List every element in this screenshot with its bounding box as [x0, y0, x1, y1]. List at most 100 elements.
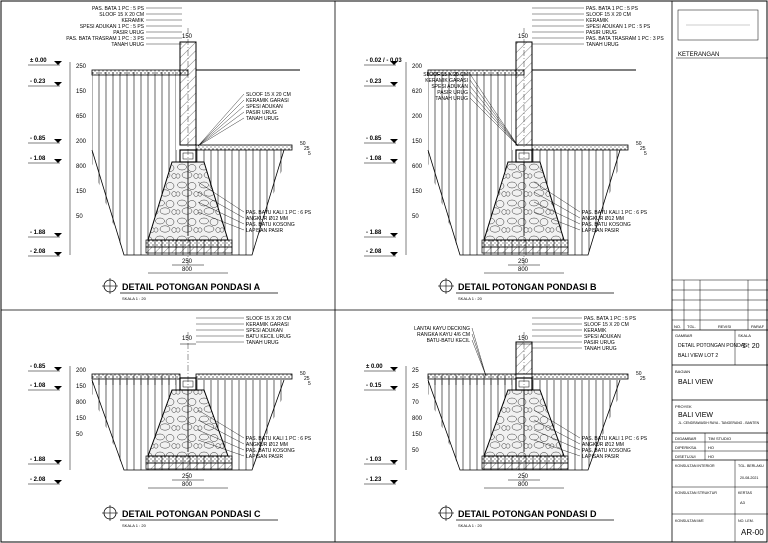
dimension-top: 150 [182, 336, 193, 342]
callout-label: TANAH URUG [586, 42, 619, 48]
no-lembar-label: NO. LEM. [738, 519, 754, 523]
callout-label: PASIR URUG [584, 340, 615, 346]
dimension-top: 150 [182, 34, 193, 40]
skala-value: 1 : 20 [742, 343, 760, 350]
level-marker: - 1.08 [366, 156, 382, 162]
dimension-left: 200 [76, 368, 87, 374]
callout-label: ANGKUR Ø12 MM [246, 216, 288, 222]
level-marker: - 0.85 [30, 136, 46, 142]
dimension-left: 25 [412, 384, 419, 390]
callout-label: KERAMIK [584, 328, 607, 334]
detail-scale: SKALA 1 : 20 [122, 296, 147, 301]
callout-label: PAS. BATU KALI 1 PC : 6 PS [246, 436, 312, 442]
level-marker: - 1.03 [366, 457, 382, 463]
callout-label: KERAMIK GARASI [246, 98, 289, 104]
dimension-bottom-width: 800 [182, 267, 193, 273]
dimension-right: 50 [636, 371, 642, 377]
detail-panel-d: ± 0.00- 0.15- 1.03- 1.232525708001505015… [364, 316, 648, 528]
dimension-top: 150 [518, 336, 529, 342]
tgl-berlaku-label: TGL. BERLAKU [738, 464, 764, 468]
level-marker: ± 0.00 [30, 58, 47, 64]
callout-label: PAS. BATU KOSONG [246, 448, 295, 454]
dimension-left: 150 [76, 89, 87, 95]
dimension-left: 150 [76, 384, 87, 390]
callout-label: SLOOF 15 X 20 CM [584, 322, 629, 328]
callout-label: TANAH URUG [111, 42, 144, 48]
row-disetujui-value: HO [708, 454, 714, 459]
gambar-text-1: DETAIL POTONGAN PONDASI [678, 343, 749, 349]
kertas-label: KERTAS [738, 491, 753, 495]
callout-label: SPESI ADUKAN 1 PC : 5 PS [80, 24, 145, 30]
dimension-left: 25 [412, 368, 419, 374]
dimension-left: 200 [412, 114, 423, 120]
dimension-right: 25 [304, 146, 310, 152]
dimension-left: 150 [76, 189, 87, 195]
dimension-bottom-width: 800 [518, 267, 529, 273]
dimension-left: 50 [412, 214, 419, 220]
callout-label: ANGKUR Ø12 MM [582, 442, 624, 448]
level-marker: - 0.23 [30, 79, 46, 85]
level-marker: - 1.88 [30, 457, 46, 463]
callout-label: PAS. BATU KALI 1 PC : 6 PS [246, 210, 312, 216]
dimension-left: 600 [412, 164, 423, 170]
dimension-left: 50 [76, 432, 83, 438]
keterangan-label: KETERANGAN [678, 52, 719, 58]
floor-slab-right [195, 373, 293, 380]
dimension-right: 5 [308, 151, 311, 157]
dimension-right: 25 [304, 376, 310, 382]
dimension-left: 200 [412, 64, 423, 70]
callout-label: TANAH URUG [584, 346, 617, 352]
callout-label: TANAH URUG [435, 96, 468, 102]
dimension-left: 70 [412, 400, 419, 406]
dimension-top: 150 [518, 34, 529, 40]
proyek-label: PROYEK [675, 404, 692, 409]
soil-hatch-left [428, 72, 512, 150]
detail-title: DETAIL POTONGAN PONDASI A [122, 282, 261, 292]
level-marker: - 0.02 / - 0.03 [366, 58, 402, 64]
soil-hatch-left [92, 72, 176, 150]
floor-slab-left [427, 373, 517, 380]
level-marker: - 0.85 [30, 364, 46, 370]
floor-slab-right [531, 373, 629, 380]
dimension-bottom-top: 250 [182, 474, 193, 480]
detail-title: DETAIL POTONGAN PONDASI B [458, 282, 597, 292]
sand-layer [145, 239, 233, 248]
rev-header-no: NO. [674, 324, 681, 329]
dimension-bottom-top: 250 [518, 259, 529, 265]
detail-scale: SKALA 1 : 20 [458, 523, 483, 528]
dimension-right: 5 [308, 381, 311, 387]
level-marker: - 2.08 [30, 249, 46, 255]
skala-label: SKALA [738, 333, 751, 338]
dimension-left: 150 [412, 189, 423, 195]
level-marker: ± 0.00 [366, 364, 383, 370]
dimension-bottom-width: 800 [182, 482, 193, 488]
level-marker: - 2.08 [366, 249, 382, 255]
dimension-left: 620 [412, 89, 423, 95]
floor-slab-left [91, 373, 181, 380]
sand-layer [481, 239, 569, 248]
dimension-right: 50 [300, 371, 306, 377]
gambar-text-2: BALI VIEW LOT 2 [678, 353, 718, 359]
callout-label: TANAH URUG [246, 116, 279, 122]
callout-label: PASIR URUG [113, 30, 144, 36]
rev-header-tgl: TGL. [687, 324, 696, 329]
bagian-label: BAGIAN [675, 369, 690, 374]
dimension-right: 50 [300, 141, 306, 147]
level-marker: - 2.08 [30, 477, 46, 483]
dimension-right: 25 [640, 376, 646, 382]
proyek-address: JL. CENDRAWASIH RAYA - TANGERANG - BANTE… [678, 421, 760, 425]
upper-floor [91, 69, 189, 76]
detail-panel-b: - 0.02 / - 0.03- 0.23- 0.85- 1.08- 1.88-… [364, 6, 664, 301]
level-marker: - 0.15 [366, 383, 382, 389]
floor-slab-right [195, 144, 293, 151]
revision-table: NO. TGL. REVISI PARAF [672, 279, 768, 331]
sand-layer [481, 455, 569, 464]
dimension-left: 800 [412, 416, 423, 422]
callout-label: BATU-BATU KECIL [427, 338, 471, 344]
level-marker: - 1.88 [366, 230, 382, 236]
level-marker: - 1.08 [30, 156, 46, 162]
dimension-bottom-top: 250 [518, 474, 529, 480]
callout-label: SPESI ADUKAN [246, 328, 283, 334]
callout-label: TANAH URUG [246, 340, 279, 346]
